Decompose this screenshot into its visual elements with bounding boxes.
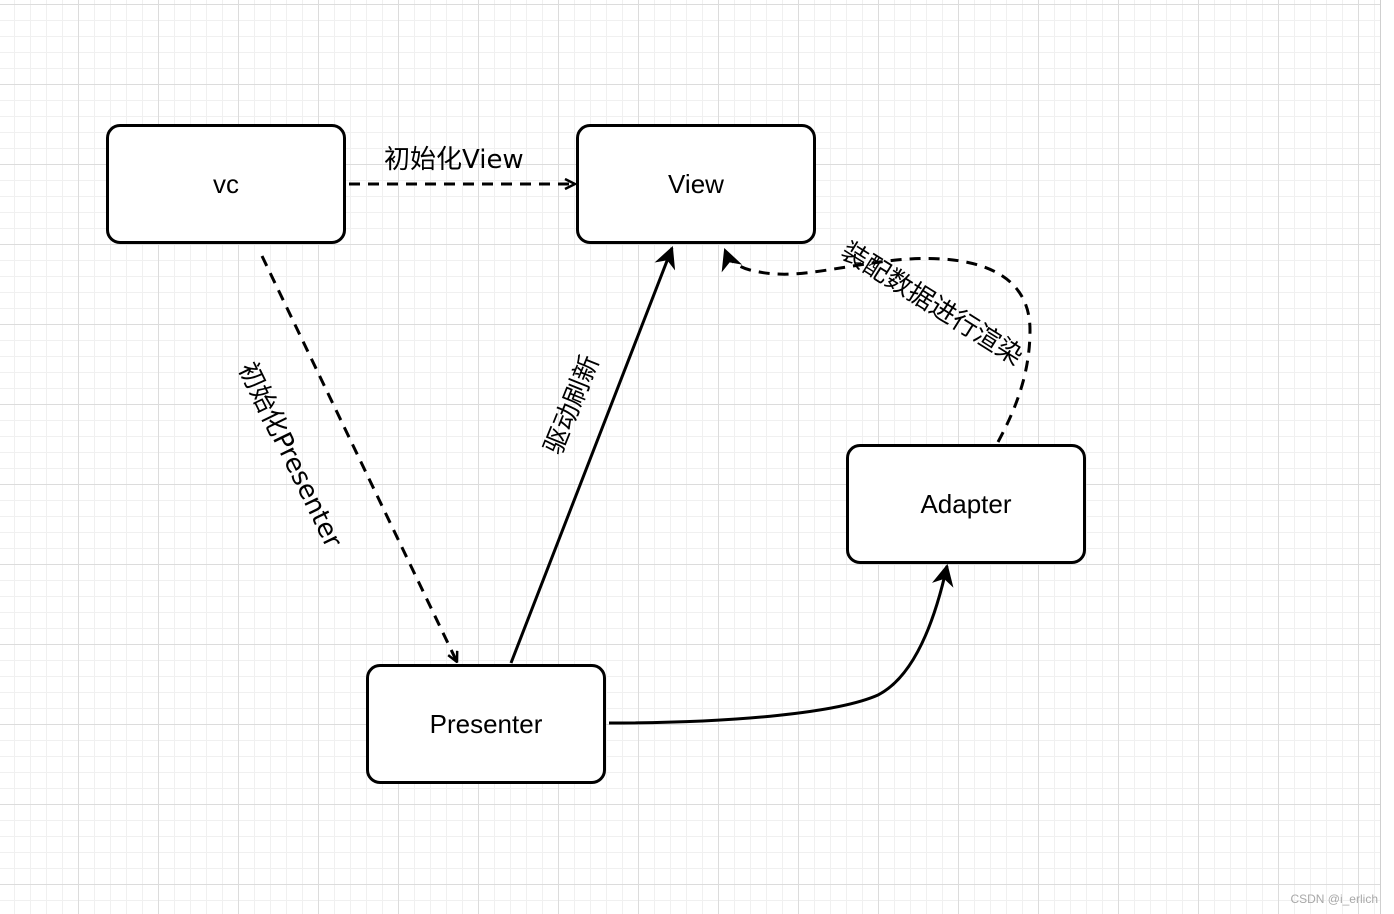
canvas-right-edge bbox=[1380, 0, 1394, 914]
vc-node-label: vc bbox=[213, 168, 239, 199]
drive-refresh-arrow[interactable] bbox=[509, 245, 676, 664]
view-node[interactable]: View bbox=[576, 124, 816, 244]
init-view-label: 初始化View bbox=[384, 145, 524, 175]
vc-node[interactable]: vc bbox=[106, 124, 346, 244]
watermark: CSDN @i_erlich bbox=[1290, 892, 1378, 906]
view-node-label: View bbox=[668, 168, 724, 199]
presenter-node[interactable]: Presenter bbox=[366, 664, 606, 784]
assemble-render-arrow[interactable] bbox=[721, 247, 1032, 443]
presenter-node-label: Presenter bbox=[429, 708, 543, 739]
adapter-node[interactable]: Adapter bbox=[846, 444, 1086, 564]
presenter-to-adapter-arrow[interactable] bbox=[608, 563, 954, 725]
adapter-node-label: Adapter bbox=[920, 488, 1012, 519]
